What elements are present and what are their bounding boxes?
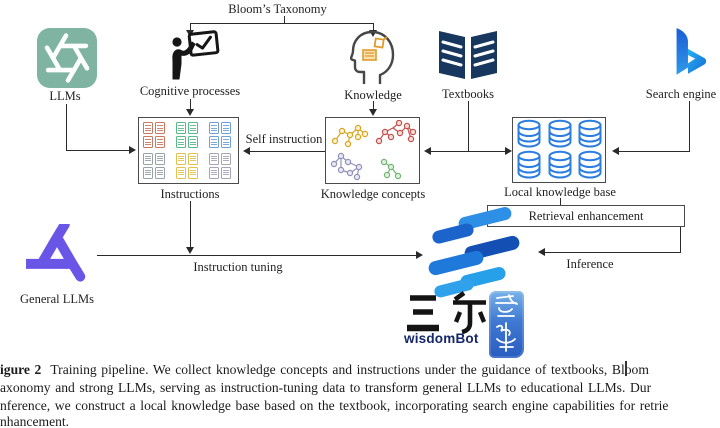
arrowhead	[369, 109, 377, 116]
instructions-grid	[143, 122, 236, 179]
caption-line-4: nhancement.	[0, 414, 70, 428]
general-llms-logo-icon	[21, 219, 88, 291]
arrowhead	[186, 109, 194, 116]
arrowhead	[369, 30, 377, 37]
arrowhead	[186, 247, 194, 254]
bing-logo-icon	[666, 26, 712, 87]
text-cursor	[625, 361, 627, 376]
instruction-tuning-label: Instruction tuning	[193, 260, 283, 274]
arrowhead	[129, 146, 136, 154]
arrowhead	[612, 147, 619, 155]
connector	[190, 201, 191, 247]
connector	[190, 24, 191, 31]
wisdombot-logo	[416, 205, 534, 299]
llms-label: LLMs	[49, 89, 81, 103]
connector	[618, 151, 690, 152]
connector	[373, 101, 374, 110]
cognitive-processes-icon	[166, 30, 222, 87]
caption-line-2: axonomy and strong LLMs, serving as inst…	[0, 380, 652, 395]
concept-graphs	[330, 119, 417, 181]
arrowhead	[243, 147, 250, 155]
blooms-taxonomy-label: Bloom’s Taxonomy	[228, 2, 327, 16]
search-engine-label: Search engine	[645, 87, 717, 101]
knowledge-concepts-box	[325, 117, 420, 184]
connector	[97, 255, 417, 256]
local-knowledge-base-box	[512, 117, 606, 183]
figure-number: igure 2	[0, 362, 42, 377]
connector	[689, 101, 690, 152]
connector	[250, 151, 326, 152]
connector	[190, 99, 191, 110]
connector	[284, 16, 285, 24]
local-knowledge-base-label: Local knowledge base	[504, 185, 616, 199]
arrowhead	[416, 251, 423, 259]
wisdombot-swoosh	[431, 222, 475, 245]
arrowhead	[505, 147, 512, 155]
knowledge-label: Knowledge	[344, 88, 402, 102]
inference-label: Inference	[566, 257, 614, 271]
connector	[468, 101, 469, 152]
arrowhead	[538, 248, 545, 256]
textbooks-label: Textbooks	[442, 87, 494, 101]
textbooks-icon	[436, 26, 500, 89]
wisdombot-en-name: wisdomBot	[404, 331, 479, 346]
connector	[544, 252, 681, 253]
connector	[66, 150, 130, 151]
wisdombot-seal: 智海	[489, 291, 524, 358]
knowledge-concepts-label: Knowledge concepts	[320, 187, 426, 201]
knowledge-head-icon	[349, 28, 396, 91]
connector	[680, 227, 681, 253]
cognitive-processes-label: Cognitive processes	[139, 84, 241, 98]
self-instruction-label: Self instruction	[245, 132, 323, 146]
database-icons	[517, 119, 602, 179]
connector	[430, 151, 506, 152]
general-llms-label: General LLMs	[20, 292, 94, 306]
wisdombot-cn-name: 三乐	[404, 291, 488, 340]
connector	[373, 24, 374, 31]
connector	[190, 23, 374, 24]
caption-line-3: nference, we construct a local knowledge…	[0, 398, 669, 413]
openai-logo-icon	[37, 28, 97, 88]
connector	[66, 104, 67, 151]
arrowhead	[424, 147, 431, 155]
connector	[560, 198, 561, 206]
instructions-label: Instructions	[160, 187, 220, 201]
